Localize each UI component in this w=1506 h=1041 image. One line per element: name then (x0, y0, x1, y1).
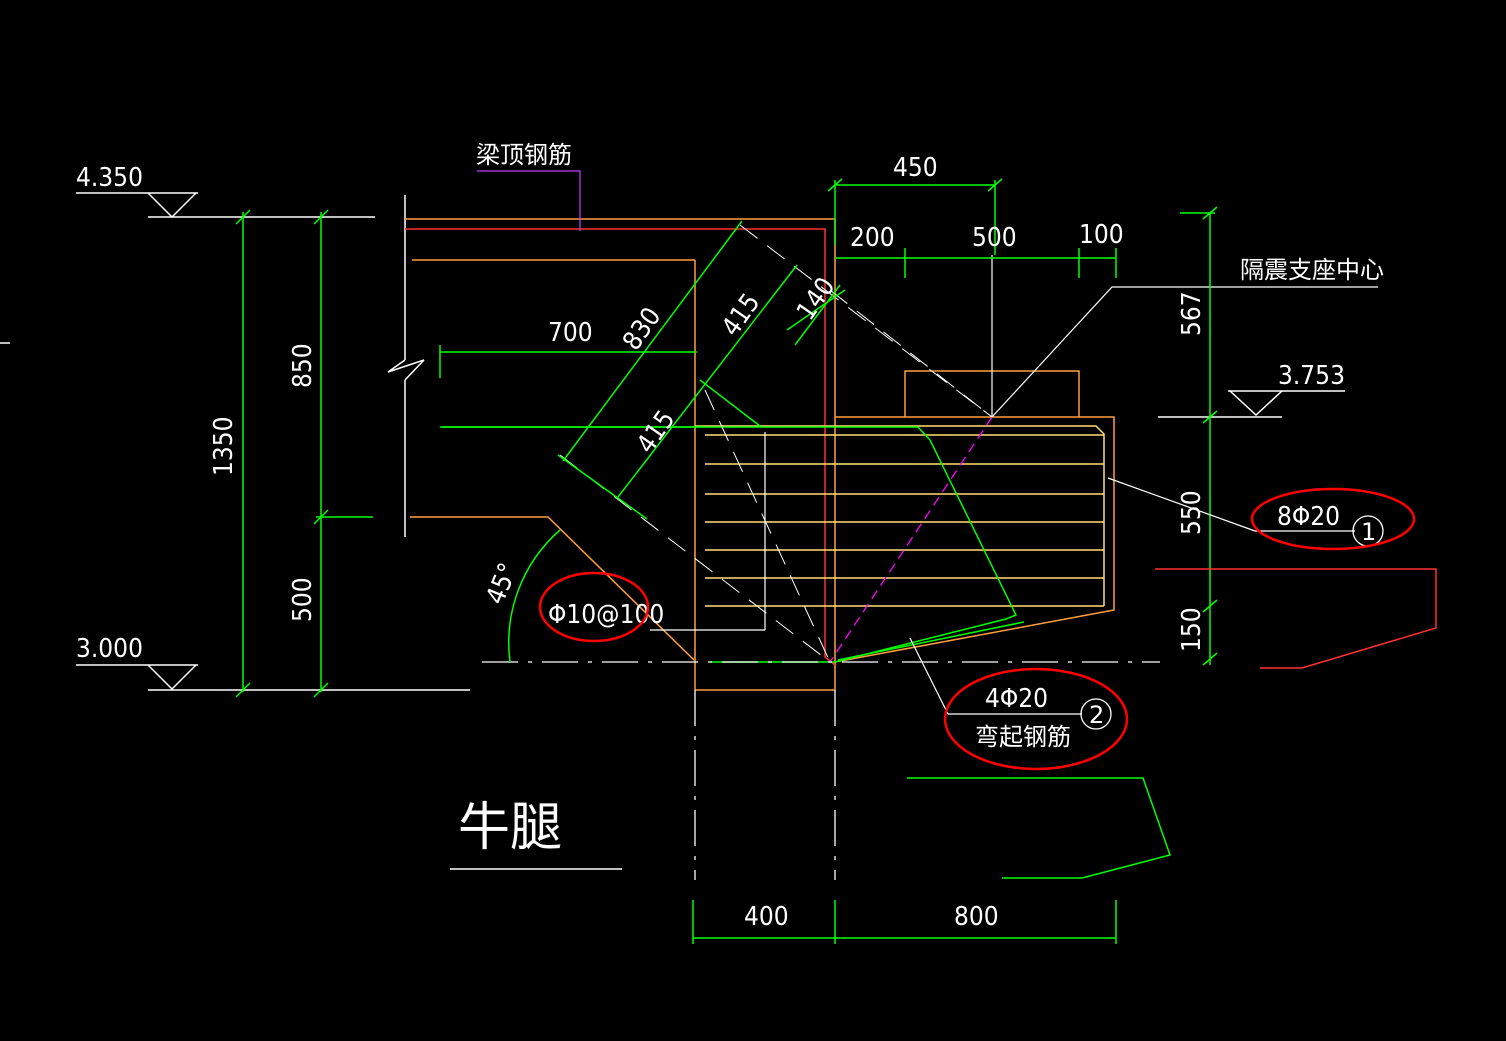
construction-lines (559, 224, 993, 663)
isolation-center-label: 隔震支座中心 (1240, 256, 1384, 284)
rebar-2-mark-circle (1080, 698, 1112, 730)
bottom-dimensions (692, 900, 1117, 944)
bearing-centerline (829, 416, 993, 663)
dim-850: 850 (288, 343, 318, 388)
dim-550: 550 (1177, 490, 1207, 535)
drawing-title: 牛腿 (458, 798, 562, 858)
bent-rebar (440, 426, 1018, 663)
bent-rebar-lower (837, 621, 1025, 661)
rebar-1-mark: 1 (1361, 518, 1376, 546)
right-dimensions (1180, 206, 1218, 666)
elevation-marker-bottom: 3.000 (76, 634, 470, 691)
dim-500-top: 500 (972, 223, 1017, 253)
dim-415-b: 415 (631, 405, 681, 459)
diagonal-dimensions (557, 220, 846, 520)
elevation-marker-top: 4.350 (76, 163, 375, 219)
concrete-outline (405, 218, 1115, 691)
rebar-2-name: 弯起钢筋 (975, 723, 1071, 751)
dim-700: 700 (548, 318, 593, 348)
rebar-1-leader (1107, 477, 1256, 532)
dim-500-left: 500 (288, 577, 318, 622)
elevation-bottom-text: 3.000 (76, 634, 143, 664)
dim-140: 140 (791, 272, 841, 326)
beam-break-line (387, 195, 425, 537)
dim-100: 100 (1079, 220, 1124, 250)
dim-415-a: 415 (716, 288, 766, 342)
rebar-2-highlight (943, 667, 1129, 771)
corbel-horizontal-rebars (695, 425, 1105, 607)
dim-800: 800 (954, 902, 999, 932)
rebar-2-shape-sketch (907, 777, 1171, 879)
stirrup-line (650, 432, 766, 631)
stirrup-spec-label: Φ10@100 (548, 600, 664, 630)
elevation-bearing-text: 3.753 (1278, 361, 1345, 391)
column-centerlines (482, 661, 1160, 880)
top-dimensions (827, 178, 1117, 278)
rebar-2-spec: 4Φ20 (985, 684, 1048, 714)
angle-label: 45° (481, 559, 524, 609)
rebar-2-mark: 2 (1089, 701, 1104, 729)
elevation-marker-bearing: 3.753 (1158, 361, 1345, 418)
stirrup-highlight (538, 571, 650, 643)
dim-830: 830 (617, 302, 667, 356)
dim-400: 400 (744, 902, 789, 932)
dim-700-line (439, 345, 697, 378)
rebar-1-highlight (1250, 487, 1416, 551)
dim-450: 450 (893, 153, 938, 183)
dim-200: 200 (850, 223, 895, 253)
elevation-top-text: 4.350 (76, 163, 143, 193)
isolation-center-leader (991, 286, 1378, 418)
dim-1350: 1350 (209, 416, 239, 476)
left-dimensions (235, 209, 373, 698)
dim-567: 567 (1177, 291, 1207, 336)
rebar-1-shape-sketch (1155, 568, 1437, 669)
rebar-2-leader (909, 637, 949, 715)
rebar-1-spec: 8Φ20 (1277, 502, 1340, 532)
dim-150: 150 (1177, 607, 1207, 652)
beam-top-rebar-label: 梁顶钢筋 (476, 141, 572, 169)
beam-top-rebar-leader (477, 170, 581, 231)
angle-arc (508, 529, 561, 663)
